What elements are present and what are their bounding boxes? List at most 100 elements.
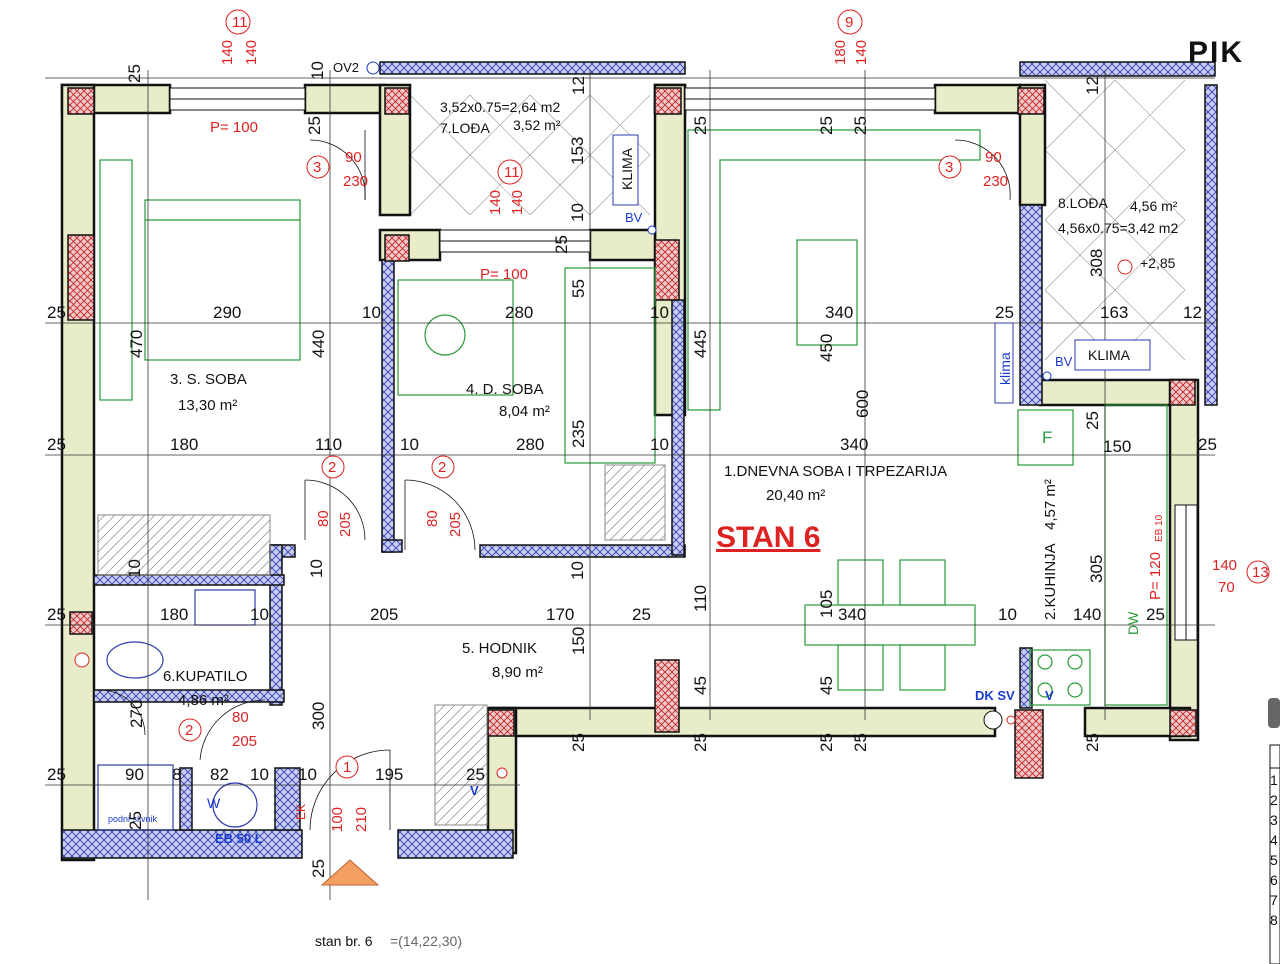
svg-text:153: 153	[568, 137, 587, 165]
svg-text:12: 12	[569, 76, 588, 95]
svg-text:90: 90	[125, 765, 144, 784]
svg-text:12: 12	[1083, 76, 1102, 95]
svg-text:25: 25	[851, 733, 870, 752]
svg-text:25: 25	[47, 303, 66, 322]
room-8-area: 4,56 m²	[1130, 198, 1178, 214]
svg-text:140: 140	[243, 40, 260, 65]
marker-11-top: 11	[232, 14, 248, 31]
svg-text:150: 150	[569, 627, 588, 655]
svg-text:230: 230	[343, 173, 368, 190]
svg-text:25: 25	[817, 116, 836, 135]
svg-text:440: 440	[309, 330, 328, 358]
bed	[99, 159, 301, 401]
windows	[169, 87, 1198, 641]
svg-text:10: 10	[568, 203, 587, 222]
svg-text:10: 10	[400, 435, 419, 454]
svg-text:205: 205	[447, 512, 464, 537]
svg-text:10: 10	[998, 605, 1017, 624]
boiler-label: EB 50 L	[215, 831, 263, 846]
svg-text:10: 10	[298, 765, 317, 784]
bv-label-2: BV	[1055, 354, 1073, 369]
desk	[397, 279, 514, 396]
svg-text:150: 150	[1103, 437, 1131, 456]
svg-text:10: 10	[250, 765, 269, 784]
svg-text:105: 105	[817, 590, 836, 618]
dksv-label: DK SV	[975, 688, 1015, 703]
svg-text:25: 25	[691, 733, 710, 752]
svg-text:10: 10	[307, 559, 326, 578]
svg-text:140: 140	[509, 190, 526, 215]
plan-title: STAN 6	[716, 521, 820, 554]
svg-text:110: 110	[315, 435, 342, 454]
marker-2-b: 2	[438, 459, 446, 476]
svg-text:7: 7	[1270, 892, 1278, 908]
svg-text:140: 140	[853, 40, 870, 65]
marker-13: 13	[1252, 564, 1269, 581]
svg-text:205: 205	[370, 605, 398, 624]
room-1-area: 20,40 m²	[766, 487, 825, 504]
svg-text:25: 25	[817, 733, 836, 752]
svg-text:25: 25	[305, 116, 324, 135]
svg-text:445: 445	[691, 330, 710, 358]
ov2-label: OV2	[333, 60, 359, 75]
svg-text:140: 140	[219, 40, 236, 65]
room-4-area: 8,04 m²	[499, 403, 550, 420]
marker-2-c: 2	[185, 722, 193, 739]
svg-text:25: 25	[995, 303, 1014, 322]
floor-drain-label: podni slivnik	[108, 814, 158, 824]
svg-text:230: 230	[983, 173, 1008, 190]
svg-text:210: 210	[353, 807, 370, 832]
svg-text:300: 300	[309, 702, 328, 730]
svg-text:205: 205	[232, 733, 257, 750]
shaft-hatch	[434, 704, 488, 826]
svg-text:25: 25	[1083, 411, 1102, 430]
v-label: V	[1045, 688, 1054, 703]
svg-text:110: 110	[691, 585, 710, 612]
svg-text:450: 450	[817, 334, 836, 362]
svg-text:280: 280	[505, 303, 533, 322]
logo: PIK	[1188, 36, 1244, 69]
window-1-p: P= 100	[210, 119, 258, 136]
svg-text:5: 5	[1270, 852, 1278, 868]
svg-text:25: 25	[851, 116, 870, 135]
svg-text:25: 25	[47, 605, 66, 624]
svg-text:25: 25	[569, 733, 588, 752]
svg-text:10: 10	[568, 561, 587, 580]
room-2-name: 2.KUHINJA	[1042, 543, 1059, 620]
svg-text:235: 235	[569, 420, 588, 448]
svg-text:25: 25	[309, 859, 328, 878]
entrance-label: stan br. 6	[315, 933, 373, 949]
klima-units	[612, 134, 1151, 404]
room-6-name: 6.KUPATILO	[163, 668, 247, 685]
svg-text:270: 270	[127, 700, 146, 728]
svg-text:10: 10	[308, 61, 327, 80]
svg-text:25: 25	[1198, 435, 1217, 454]
wardrobe	[564, 267, 656, 464]
svg-text:25: 25	[126, 811, 145, 830]
svg-text:80: 80	[232, 709, 249, 726]
marker-3-left: 3	[313, 159, 321, 176]
washer-label: W	[207, 795, 221, 811]
svg-text:180: 180	[832, 40, 849, 65]
svg-text:1: 1	[1270, 772, 1278, 788]
svg-text:340: 340	[838, 605, 866, 624]
svg-text:70: 70	[1218, 579, 1235, 596]
svg-text:80: 80	[424, 510, 441, 527]
svg-text:25: 25	[125, 64, 144, 83]
svg-text:25: 25	[552, 235, 571, 254]
closet-hatch	[97, 514, 271, 576]
marker-9: 9	[845, 14, 853, 31]
svg-text:10: 10	[125, 559, 144, 578]
svg-text:180: 180	[160, 605, 188, 624]
svg-text:25: 25	[466, 765, 485, 784]
ek-label: EK	[294, 804, 308, 820]
svg-text:25: 25	[1146, 605, 1165, 624]
svg-text:340: 340	[840, 435, 868, 454]
columns	[67, 87, 1197, 779]
window-2-p: P= 100	[480, 266, 528, 283]
klima-label-3: klima	[997, 352, 1013, 385]
svg-text:600: 600	[853, 390, 872, 418]
svg-text:25: 25	[691, 116, 710, 135]
